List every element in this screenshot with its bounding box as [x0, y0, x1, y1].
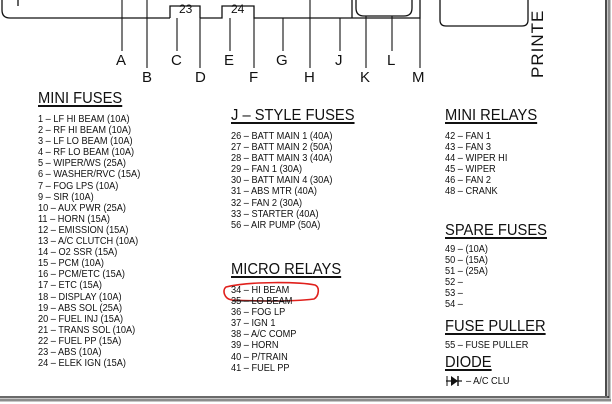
connector-23-number: 23	[179, 2, 193, 16]
diode-heading: DIODE	[445, 354, 492, 371]
column-letter-a: A	[116, 52, 127, 69]
column-letter-m: M	[412, 69, 425, 86]
j-style-fuse-item: 28 – BATT MAIN 3 (40A)	[231, 153, 333, 165]
mini-fuse-item: 17 – ETC (15A)	[38, 280, 102, 292]
mini-fuses-heading: MINI FUSES	[38, 90, 123, 107]
mini-fuse-item: 10 – AUX PWR (25A)	[38, 202, 126, 214]
micro-relay-item: 40 – P/TRAIN	[231, 351, 288, 363]
mini-relays-heading: MINI RELAYS	[445, 107, 538, 124]
mini-fuse-item: 7 – FOG LPS (10A)	[38, 180, 119, 192]
top-frame-left	[1, 0, 170, 19]
spare-fuse-item: 51 – (25A)	[445, 266, 488, 278]
micro-relay-item: 36 – FOG LP	[231, 307, 286, 319]
j-style-fuse-item: 27 – BATT MAIN 2 (50A)	[231, 142, 333, 154]
mini-relay-item: 42 – FAN 1	[445, 131, 492, 142]
spare-fuse-item: 52 –	[445, 277, 463, 289]
column-letter-h: H	[304, 69, 315, 86]
mini-fuse-item: 13 – A/C CLUTCH (10A)	[38, 236, 139, 248]
mini-fuse-item: 21 – TRANS SOL (10A)	[38, 324, 136, 336]
diode-label: – A/C CLU	[466, 376, 510, 387]
top-frame-right	[439, 0, 529, 27]
micro-relay-item: 34 – HI BEAM	[231, 285, 290, 296]
spare-fuse-item: 49 – (10A)	[445, 244, 488, 255]
diode-row: – A/C CLU	[466, 376, 509, 387]
fuse-puller-item: 55 – FUSE PULLER	[445, 340, 529, 351]
j-style-fuse-item: 56 – AIR PUMP (50A)	[231, 219, 321, 231]
j-style-fuse-item: 29 – FAN 1 (30A)	[231, 164, 303, 176]
mini-fuse-item: 2 – RF HI BEAM (10A)	[38, 125, 132, 137]
spare-fuse-item: 53 –	[445, 288, 463, 300]
micro-relay-item: 38 – A/C COMP	[231, 329, 297, 341]
mini-relay-item: 44 – WIPER HI	[445, 153, 508, 165]
column-letter-e: E	[224, 52, 235, 69]
spare-fuse-item: 54 –	[445, 299, 463, 311]
column-letter-b: B	[142, 69, 153, 86]
column-letter-l: L	[387, 52, 396, 69]
j-style-fuses-list: 26 – BATT MAIN 1 (40A)27 – BATT MAIN 2 (…	[231, 131, 341, 231]
j-style-fuse-item: 33 – STARTER (40A)	[231, 208, 319, 220]
mini-fuse-item: 20 – FUEL INJ (15A)	[38, 313, 124, 325]
mini-fuse-item: 12 – EMISSION (15A)	[38, 224, 129, 236]
mini-fuse-item: 6 – WASHER/RVC (15A)	[38, 169, 141, 181]
column-letter-c: C	[171, 52, 182, 69]
column-letter-d: D	[195, 69, 206, 86]
mini-fuse-item: 16 – PCM/ETC (15A)	[38, 269, 125, 281]
connector-24-number: 24	[231, 2, 245, 16]
column-letter-j: J	[335, 52, 343, 69]
j-style-fuse-item: 26 – BATT MAIN 1 (40A)	[231, 131, 333, 142]
micro-relay-item: 41 – FUEL PP	[231, 362, 290, 374]
mini-fuse-item: 15 – PCM (10A)	[38, 258, 104, 270]
top-frame-socket	[355, 0, 413, 17]
mini-relay-item: 48 – CRANK	[445, 186, 498, 198]
spare-fuses-heading: SPARE FUSES	[445, 222, 547, 239]
spare-fuses-list: 49 – (10A)50 – (15A)51 – (25A)52 –53 –54…	[445, 244, 492, 311]
mini-fuse-item: 11 – HORN (15A)	[38, 213, 110, 225]
mini-fuse-item: 19 – ABS SOL (25A)	[38, 302, 123, 314]
mini-fuse-item: 5 – WIPER/WS (25A)	[38, 158, 126, 170]
mini-fuses-list: 1 – LF HI BEAM (10A)2 – RF HI BEAM (10A)…	[38, 114, 149, 369]
side-label-printed: PRINTE	[528, 9, 547, 78]
mini-fuse-item: 1 – LF HI BEAM (10A)	[38, 114, 130, 125]
mini-fuse-item: 14 – O2 SSR (15A)	[38, 247, 118, 259]
mini-fuse-item: 9 – SIR (10A)	[38, 191, 94, 203]
column-letter-g: G	[276, 52, 288, 69]
mini-fuse-item: 23 – ABS (10A)	[38, 346, 102, 358]
spare-fuse-item: 50 – (15A)	[445, 255, 488, 267]
column-letter-k: K	[360, 69, 371, 86]
mini-relay-item: 46 – FAN 2	[445, 175, 492, 187]
mini-fuse-item: 18 – DISPLAY (10A)	[38, 291, 122, 303]
micro-relay-item: 37 – IGN 1	[231, 318, 276, 330]
j-style-fuse-item: 30 – BATT MAIN 4 (30A)	[231, 175, 333, 187]
fuse-puller-heading: FUSE PULLER	[445, 318, 546, 335]
connector-23-outline	[169, 5, 201, 18]
mini-relay-item: 45 – WIPER	[445, 164, 496, 176]
mini-fuse-item: 4 – RF LO BEAM (10A)	[38, 147, 135, 159]
mini-fuse-item: 3 – LF LO BEAM (10A)	[38, 136, 133, 148]
j-style-fuses-heading: J – STYLE FUSES	[231, 107, 355, 124]
j-style-fuse-item: 32 – FAN 2 (30A)	[231, 197, 303, 209]
j-style-fuse-item: 31 – ABS MTR (40A)	[231, 186, 317, 198]
mini-fuse-item: 24 – ELEK IGN (15A)	[38, 358, 126, 370]
fuse-puller-list: 55 – FUSE PULLER	[445, 340, 536, 351]
mini-fuse-item: 22 – FUEL PP (15A)	[38, 335, 122, 347]
connector-24-outline	[200, 5, 352, 19]
red-annotation-circle	[223, 281, 320, 302]
column-letter-f: F	[249, 69, 259, 86]
micro-relays-heading: MICRO RELAYS	[231, 261, 342, 278]
micro-relay-item: 35 – LO BEAM	[231, 296, 293, 308]
micro-relay-item: 39 – HORN	[231, 340, 279, 352]
diode-symbol	[446, 376, 462, 386]
mini-relay-item: 43 – FAN 3	[445, 142, 492, 154]
